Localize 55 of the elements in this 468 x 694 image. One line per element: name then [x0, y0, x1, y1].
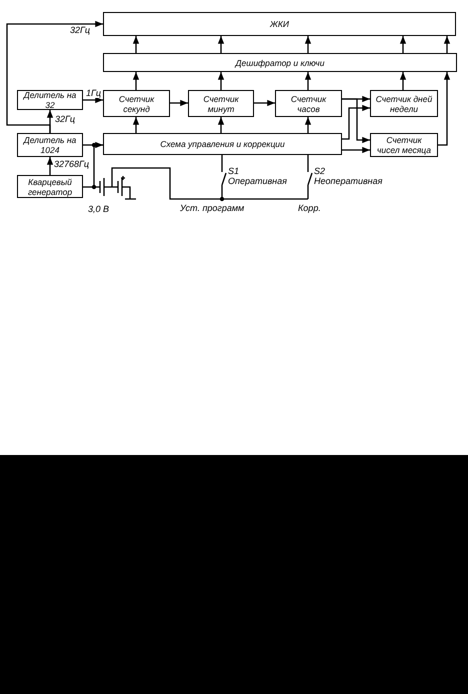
block-label: Счетчик секунд [118, 94, 156, 114]
arrow [400, 36, 406, 53]
arrow [254, 100, 275, 106]
block-box [103, 90, 170, 117]
block-box [370, 133, 438, 157]
arrow [342, 104, 370, 140]
signal-label: S1 [228, 166, 240, 176]
block-box [17, 133, 83, 157]
block-label: Счетчик минут [202, 94, 240, 114]
signal-label: Неоперативная [314, 176, 382, 186]
arrow [83, 142, 103, 148]
block-label: Счетчик часов [290, 94, 328, 114]
arrow [132, 117, 140, 133]
block-label: Счетчик дней недели [375, 94, 433, 114]
block-label: ЖКИ [270, 19, 289, 29]
block-box [370, 90, 438, 117]
block-box [17, 90, 83, 110]
block-box [17, 175, 83, 198]
signal-label: Оперативная [228, 176, 287, 186]
block-box [103, 53, 457, 72]
arrow [342, 146, 370, 154]
block-box [188, 90, 254, 117]
arrow [304, 117, 312, 133]
edge-label: 32768Гц [54, 159, 90, 169]
arrow [218, 36, 224, 53]
arrow [400, 72, 406, 90]
arrow [46, 110, 54, 133]
arrow [304, 36, 312, 53]
block-label: Счетчик чисел месяца [376, 135, 432, 155]
signal-label: Уст. программ [180, 203, 244, 213]
signal-label: S2 [314, 166, 326, 176]
arrow [218, 117, 224, 133]
arrow [304, 72, 312, 90]
edge-label: 32Гц [70, 25, 90, 35]
block-label: Кварцевый генератор [26, 176, 74, 196]
block-box [103, 12, 456, 36]
block-label: Дешифратор и ключи [236, 58, 324, 68]
arrow [342, 98, 370, 144]
edge-label: 32Гц [55, 114, 76, 124]
signal-label: 3,0 В [88, 204, 110, 214]
arrow [444, 36, 450, 53]
edge-label: 1Гц [86, 88, 102, 98]
arrow [132, 36, 140, 53]
signal-label: Корр. [298, 203, 321, 213]
block-label: Схема управления и коррекции [160, 139, 285, 149]
block-label: Делитель на 32 [22, 90, 78, 110]
arrow [83, 96, 103, 104]
arrow [218, 72, 224, 90]
block-box [103, 133, 342, 155]
arrow [438, 72, 450, 146]
block-box [275, 90, 342, 117]
arrow [170, 100, 188, 106]
block-label: Делитель на 1024 [22, 135, 78, 155]
arrow [46, 157, 54, 175]
arrow [132, 72, 140, 90]
